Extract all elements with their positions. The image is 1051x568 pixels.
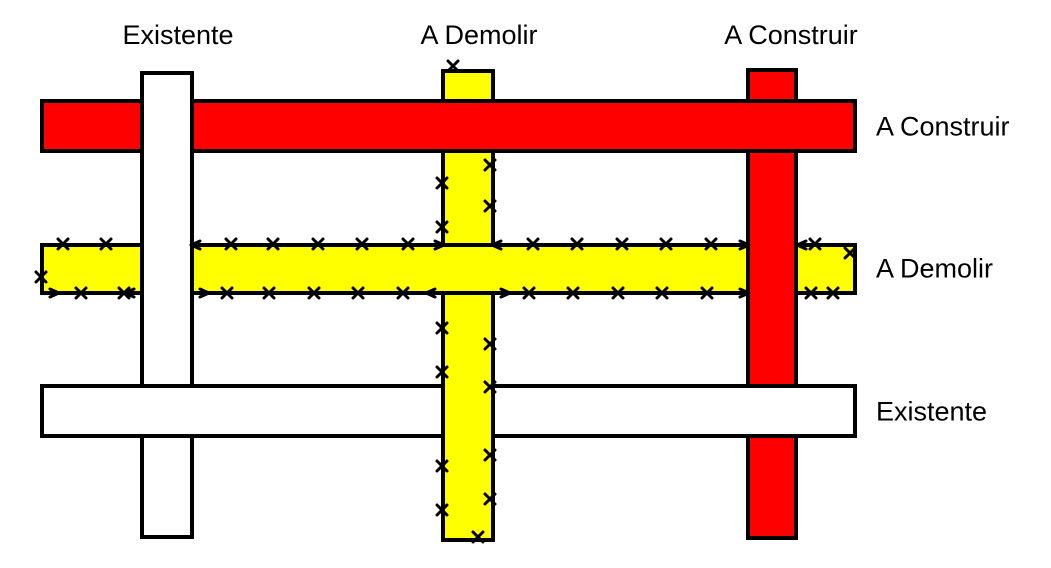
hatch-col-right <box>483 158 497 506</box>
row-label-a-demolir: A Demolir <box>876 253 994 284</box>
column-label-a-demolir: A Demolir <box>420 20 538 50</box>
horizontal-band-a-demolir <box>40 243 857 295</box>
hatch-col-left <box>435 176 449 517</box>
hatch-left-end <box>34 270 48 284</box>
column-label-existente: Existente <box>122 20 234 50</box>
demolition-hatch-marks <box>34 59 857 544</box>
column-label-a-construir: A Construir <box>724 20 858 50</box>
row-label-a-construir: A Construir <box>876 111 1010 142</box>
hatch-right-end <box>843 246 857 260</box>
row-label-existente: Existente <box>876 396 988 427</box>
horizontal-band-a-construir <box>40 99 857 153</box>
hatch-col-ends <box>446 59 485 544</box>
demolition-direction-arrows <box>48 239 808 299</box>
hatch-row-top <box>56 237 822 251</box>
horizontal-band-existente <box>40 384 857 438</box>
